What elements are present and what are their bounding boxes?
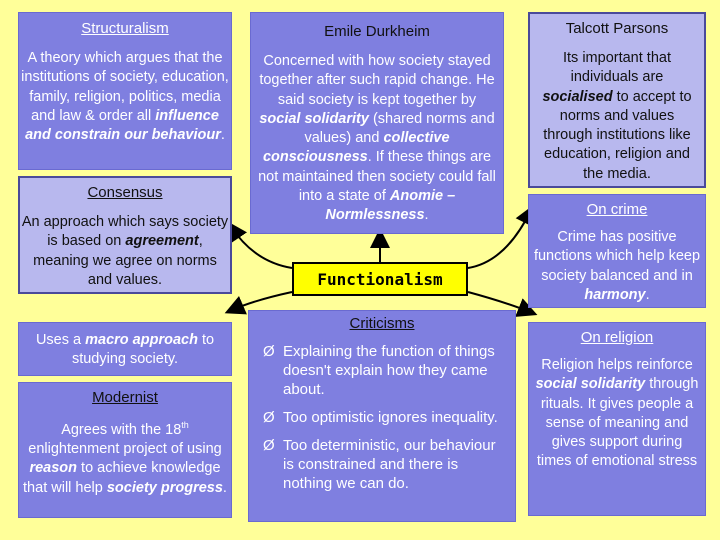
structuralism-box: Structuralism A theory which argues that… [18,12,232,170]
structuralism-text: A theory which argues that the instituti… [21,50,229,144]
macro-approach-box: Uses a macro approach to studying societ… [18,322,232,376]
consensus-box: Consensus An approach which says society… [18,176,232,294]
modernist-box: Modernist Agrees with the 18th enlighten… [18,382,232,518]
arrow-bullet-icon: Ø [263,343,275,360]
functionalism-label: Functionalism [317,270,443,289]
crime-box: On crime Crime has positive functions wh… [528,194,706,308]
modernist-text: Agrees with the 18th enlightenment proje… [23,420,227,496]
religion-text: Religion helps reinforce social solidari… [535,357,699,470]
crime-text: Crime has positive functions which help … [533,229,701,303]
religion-box: On religion Religion helps reinforce soc… [528,322,706,516]
religion-title: On religion [580,329,654,346]
durkheim-box: Emile Durkheim Concerned with how societ… [250,12,504,234]
durkheim-title: Emile Durkheim [324,23,430,40]
arrow-to-parsons [467,204,534,269]
parsons-box: Talcott Parsons Its important that indiv… [528,12,706,188]
crime-title: On crime [586,201,648,218]
structuralism-title: Structuralism [81,20,169,37]
modernist-title: Modernist [92,389,158,406]
parsons-text: Its important that individuals are socia… [542,50,692,182]
arrow-to-macro [224,291,293,315]
functionalism-center: Functionalism [292,262,468,296]
criticisms-title: Criticisms [349,315,415,332]
parsons-title: Talcott Parsons [565,20,669,37]
arrow-to-religion [467,291,538,317]
durkheim-text: Concerned with how society stayed togeth… [258,53,496,224]
arrow-bullet-icon: Ø [263,409,275,426]
macro-approach-text: Uses a macro approach to studying societ… [35,332,215,368]
arrow-bullet-icon: Ø [263,437,275,454]
arrow-to-consensus [227,221,293,269]
consensus-text: An approach which says society is based … [21,214,229,288]
consensus-title: Consensus [87,184,163,201]
